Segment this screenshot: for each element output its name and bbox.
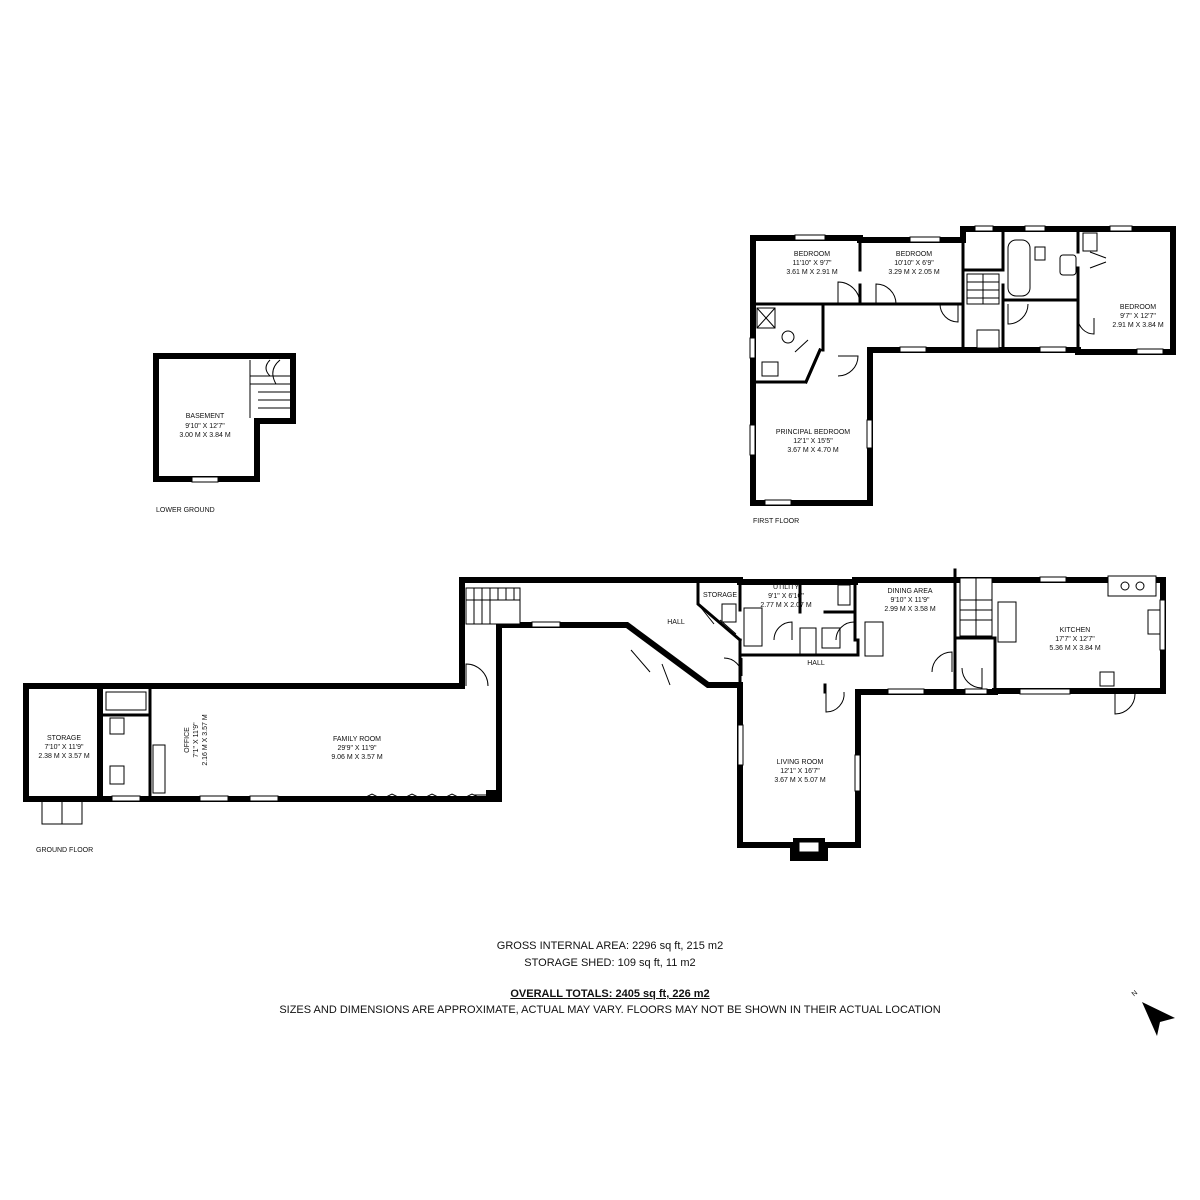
kitchen-imperial: 17'7" X 12'7" xyxy=(1055,636,1095,643)
basement-stairs xyxy=(249,359,290,418)
hall-lower-name: HALL xyxy=(807,660,825,667)
principal-bedroom-imperial: 12'1" X 15'5" xyxy=(793,438,833,445)
storage-shed-metric: 2.38 M X 3.57 M xyxy=(38,753,90,760)
storage-small-name: STORAGE xyxy=(703,592,737,599)
first-floor-label: FIRST FLOOR xyxy=(753,518,799,525)
kitchen-name: KITCHEN xyxy=(1060,627,1091,634)
compass-letter: N xyxy=(1131,990,1139,999)
gross-area: GROSS INTERNAL AREA: 2296 sq ft, 215 m2 xyxy=(496,940,724,952)
living-imperial: 12'1" X 16'7" xyxy=(780,768,820,775)
bedroom1-metric: 3.61 M X 2.91 M xyxy=(786,269,838,276)
ground-floor-label: GROUND FLOOR xyxy=(36,847,93,854)
north-compass: N xyxy=(1131,990,1175,1036)
principal-bedroom-metric: 3.67 M X 4.70 M xyxy=(787,447,839,454)
ground-floor: STORAGE 7'10" X 11'9" 2.38 M X 3.57 M OF… xyxy=(23,568,1166,861)
office-name: OFFICE xyxy=(184,727,191,753)
principal-bedroom-name: PRINCIPAL BEDROOM xyxy=(776,429,850,436)
bedroom3-imperial: 9'7" X 12'7" xyxy=(1120,313,1156,320)
hall-upper-name: HALL xyxy=(667,619,685,626)
utility-name: UTILITY xyxy=(773,584,799,591)
bedroom1-imperial: 11'10" X 9'7" xyxy=(792,260,832,267)
storage-shed-name: STORAGE xyxy=(47,735,81,742)
basement-imperial: 9'10" X 12'7" xyxy=(185,423,225,430)
kitchen-metric: 5.36 M X 3.84 M xyxy=(1049,645,1101,652)
lower-ground-label: LOWER GROUND xyxy=(156,507,215,514)
bedroom3-metric: 2.91 M X 3.84 M xyxy=(1112,322,1164,329)
utility-imperial: 9'1" X 6'10" xyxy=(768,593,804,600)
living-metric: 3.67 M X 5.07 M xyxy=(774,777,826,784)
office-label-group: OFFICE 7'1" X 11'9" 2.16 M X 3.57 M xyxy=(184,714,209,766)
dining-metric: 2.99 M X 3.58 M xyxy=(884,606,936,613)
living-name: LIVING ROOM xyxy=(777,759,824,766)
utility-metric: 2.77 M X 2.07 M xyxy=(760,602,812,609)
basement-name: BASEMENT xyxy=(186,413,225,420)
dining-imperial: 9'10" X 11'9" xyxy=(890,597,930,604)
office-imperial: 7'1" X 11'9" xyxy=(193,722,200,758)
bedroom2-name: BEDROOM xyxy=(896,251,932,258)
ground-floor-stairs xyxy=(465,577,993,637)
shed-area: STORAGE SHED: 109 sq ft, 11 m2 xyxy=(524,957,696,969)
bedroom1-name: BEDROOM xyxy=(794,251,830,258)
basement-metric: 3.00 M X 3.84 M xyxy=(179,432,231,439)
family-room-imperial: 29'9" X 11'9" xyxy=(337,745,377,752)
first-floor: BEDROOM 11'10" X 9'7" 3.61 M X 2.91 M BE… xyxy=(749,225,1176,525)
bedroom2-metric: 3.29 M X 2.05 M xyxy=(888,269,940,276)
dining-name: DINING AREA xyxy=(887,588,932,595)
first-floor-stairs xyxy=(966,273,1000,305)
lower-ground-floor: BASEMENT 9'10" X 12'7" 3.00 M X 3.84 M L… xyxy=(153,353,296,514)
north-arrow-icon xyxy=(1142,1002,1175,1036)
overall-totals: OVERALL TOTALS: 2405 sq ft, 226 m2 xyxy=(510,988,710,1000)
storage-shed-imperial: 7'10" X 11'9" xyxy=(44,744,84,751)
office-metric: 2.16 M X 3.57 M xyxy=(202,714,209,766)
family-room-name: FAMILY ROOM xyxy=(333,736,381,743)
bedroom2-imperial: 10'10" X 6'9" xyxy=(894,260,934,267)
disclaimer: SIZES AND DIMENSIONS ARE APPROXIMATE, AC… xyxy=(279,1004,941,1016)
family-room-metric: 9.06 M X 3.57 M xyxy=(331,754,383,761)
bedroom3-name: BEDROOM xyxy=(1120,304,1156,311)
